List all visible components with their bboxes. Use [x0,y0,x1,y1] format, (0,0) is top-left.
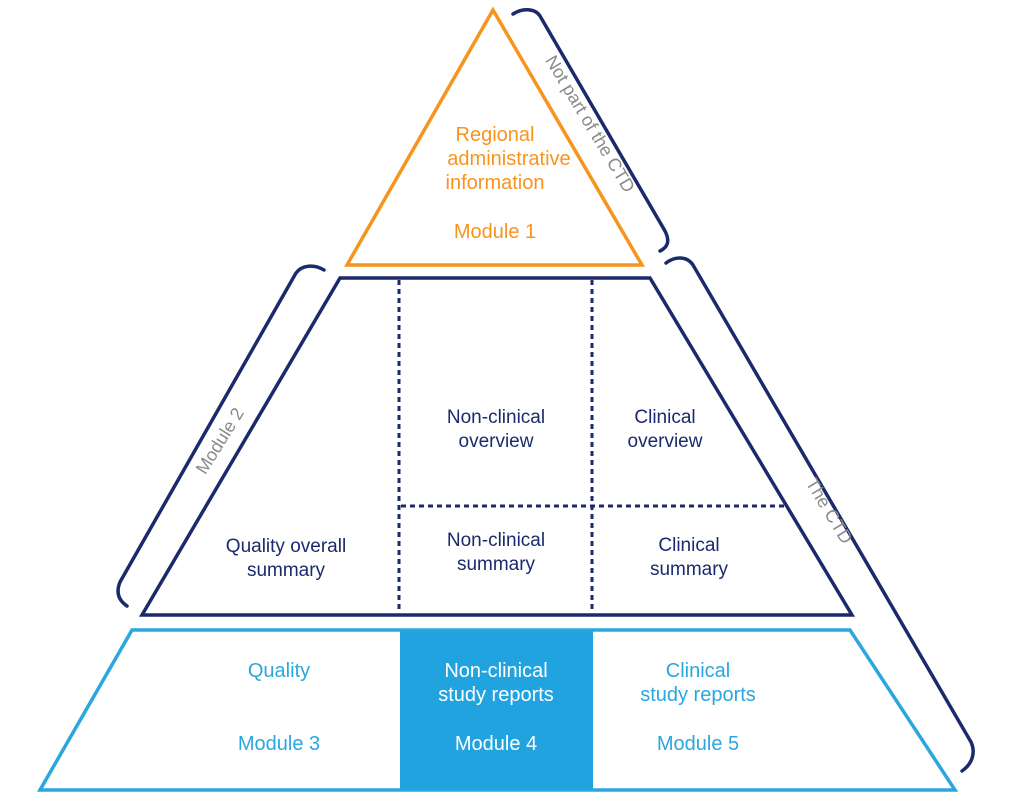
module1-title-line3: information [446,172,545,194]
nonclinical-summary-line2: summary [457,554,536,575]
bottom-trapezoid: Quality Module 3 Non-clinical study repo… [36,628,959,792]
the-ctd-bracket-line [664,256,975,773]
quality-title: Quality [248,660,310,682]
clinical-summary-line2: summary [650,559,729,580]
module2-outline [138,276,856,617]
clinical-study-reports-line2: study reports [640,684,756,706]
clinical-study-reports-line1: Clinical [666,660,730,682]
nonclinical-summary-line1: Non-clinical [447,530,545,551]
nonclinical-study-reports-line1: Non-clinical [444,660,547,682]
nonclinical-overview-line1: Non-clinical [447,407,545,428]
the-ctd-label: The CTD [802,474,857,547]
nonclinical-overview-line2: overview [459,431,534,452]
clinical-summary-line1: Clinical [658,535,719,556]
not-part-bracket-line [511,8,670,253]
module1-title-line1: Regional [456,124,535,146]
module2-trapezoid: Quality overall summary Non-clinical ove… [138,276,856,617]
module3-label: Module 3 [238,733,320,755]
nonclinical-study-reports-line2: study reports [438,684,554,706]
bottom-outline [36,628,959,792]
module4-label: Module 4 [455,733,537,755]
module1-label: Module 1 [454,221,536,243]
module4-highlight [400,630,593,790]
module1-title-line2: administrative [447,148,570,170]
clinical-overview-line1: Clinical [634,407,695,428]
quality-overall-summary-line2: summary [247,560,326,581]
module1-outline [343,6,646,267]
quality-overall-summary-line1: Quality overall [226,536,346,557]
module1-triangle: Regional administrative information Modu… [343,6,646,267]
module2-bracket-line [116,264,326,608]
module5-label: Module 5 [657,733,739,755]
clinical-overview-line2: overview [628,431,703,452]
